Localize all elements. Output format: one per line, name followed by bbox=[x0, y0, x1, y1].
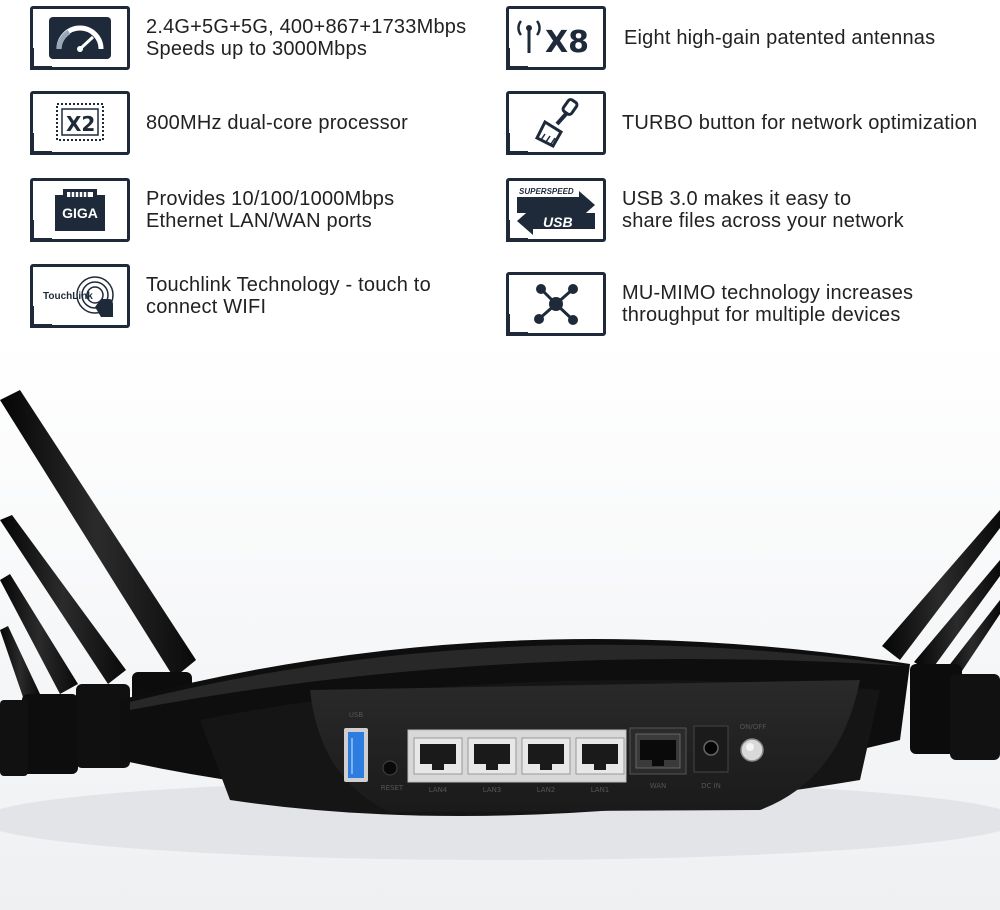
wan-label: WAN bbox=[650, 782, 667, 790]
lan2-port[interactable] bbox=[521, 737, 571, 775]
mu-mimo-network-icon bbox=[506, 272, 606, 336]
right-antennas bbox=[882, 510, 1000, 760]
feature-processor: X2 800MHz dual-core processor bbox=[30, 91, 408, 155]
feature-turbo-line-1: TURBO button for network optimization bbox=[622, 112, 978, 134]
touchlink-label: TouchLink bbox=[43, 291, 93, 302]
left-antennas bbox=[0, 390, 196, 776]
feature-speed-text: 2.4G+5G+5G, 400+867+1733Mbps Speeds up t… bbox=[146, 16, 466, 60]
usb-label: USB bbox=[543, 214, 573, 230]
feature-giga-line-1: Provides 10/100/1000Mbps bbox=[146, 188, 395, 210]
feature-usb: SUPERSPEED USB USB 3.0 makes it easy to … bbox=[506, 178, 904, 242]
router-photo: USB RESET LAN4 LAN3 LAN2 LAN1 WAN DC IN … bbox=[0, 340, 1000, 910]
reset-label: RESET bbox=[381, 784, 404, 792]
feature-touchlink: TouchLink Touchlink Technology - touch t… bbox=[30, 264, 431, 328]
antenna-x8-label: X8 bbox=[545, 25, 589, 60]
processor-x2-icon: X2 bbox=[30, 91, 130, 155]
feature-touchlink-text: Touchlink Technology - touch to connect … bbox=[146, 274, 431, 318]
feature-usb-text: USB 3.0 makes it easy to share files acr… bbox=[622, 188, 904, 232]
feature-turbo-text: TURBO button for network optimization bbox=[622, 112, 977, 134]
touchlink-icon: TouchLink bbox=[30, 264, 130, 328]
lan1-port[interactable] bbox=[575, 737, 625, 775]
feature-usb-line-1: USB 3.0 makes it easy to bbox=[622, 188, 852, 210]
feature-processor-line-1: 800MHz dual-core processor bbox=[146, 112, 408, 134]
feature-mumimo-text: MU-MIMO technology increases throughput … bbox=[622, 282, 913, 326]
wan-port[interactable] bbox=[635, 733, 681, 769]
usb-port-label: USB bbox=[349, 711, 364, 719]
superspeed-usb-icon: SUPERSPEED USB bbox=[506, 178, 606, 242]
feature-mumimo-line-1: MU-MIMO technology increases bbox=[622, 282, 914, 304]
turbo-brush-icon bbox=[506, 91, 606, 155]
lan3-label: LAN3 bbox=[483, 786, 502, 794]
feature-speed: 2.4G+5G+5G, 400+867+1733Mbps Speeds up t… bbox=[30, 6, 466, 70]
feature-touchlink-line-1: Touchlink Technology - touch to bbox=[146, 274, 431, 296]
lan3-port[interactable] bbox=[467, 737, 517, 775]
feature-antennas-line-1: Eight high-gain patented antennas bbox=[624, 27, 936, 49]
dc-in-label: DC IN bbox=[701, 782, 721, 790]
giga-label: GIGA bbox=[62, 205, 98, 221]
feature-turbo: TURBO button for network optimization bbox=[506, 91, 977, 155]
feature-usb-line-2: share files across your network bbox=[622, 210, 904, 232]
reset-button[interactable] bbox=[382, 760, 398, 776]
lan2-label: LAN2 bbox=[537, 786, 556, 794]
feature-antennas-text: Eight high-gain patented antennas bbox=[624, 27, 935, 49]
lan4-port[interactable] bbox=[413, 737, 463, 775]
feature-touchlink-line-2: connect WIFI bbox=[146, 296, 267, 318]
speedometer-icon bbox=[30, 6, 130, 70]
superspeed-label: SUPERSPEED bbox=[519, 187, 574, 196]
feature-processor-text: 800MHz dual-core processor bbox=[146, 112, 408, 134]
feature-antennas: X8 Eight high-gain patented antennas bbox=[506, 6, 935, 70]
processor-x2-label: X2 bbox=[66, 112, 95, 136]
antenna-x8-icon: X8 bbox=[506, 6, 606, 70]
lan1-label: LAN1 bbox=[591, 786, 610, 794]
feature-giga-line-2: Ethernet LAN/WAN ports bbox=[146, 210, 372, 232]
feature-speed-line-1: 2.4G+5G+5G, 400+867+1733Mbps bbox=[146, 16, 467, 38]
feature-mumimo-line-2: throughput for multiple devices bbox=[622, 304, 901, 326]
power-label: ON/OFF bbox=[740, 723, 767, 731]
giga-port-icon: GIGA bbox=[30, 178, 130, 242]
lan4-label: LAN4 bbox=[429, 786, 448, 794]
feature-speed-line-2: Speeds up to 3000Mbps bbox=[146, 38, 368, 60]
dc-in-port[interactable] bbox=[703, 740, 719, 756]
feature-mumimo: MU-MIMO technology increases throughput … bbox=[506, 272, 913, 336]
feature-giga: GIGA Provides 10/100/1000Mbps Ethernet L… bbox=[30, 178, 394, 242]
feature-giga-text: Provides 10/100/1000Mbps Ethernet LAN/WA… bbox=[146, 188, 394, 232]
